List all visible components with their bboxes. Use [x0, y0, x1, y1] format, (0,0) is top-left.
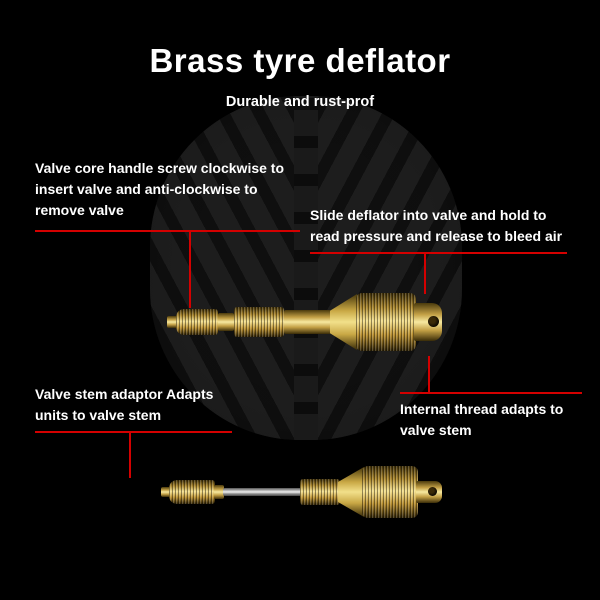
leader-line-valve-core-horizontal: [35, 230, 300, 232]
deflator-body-knurled: [356, 293, 416, 351]
leader-line-slide-horizontal: [310, 252, 567, 254]
leader-line-slide-vertical: [424, 252, 426, 294]
deflator-barrel: [284, 310, 331, 334]
adaptor-neck: [214, 485, 224, 499]
adaptor-steel-rod: [223, 488, 302, 496]
adaptor-handle-knurled: [169, 480, 215, 504]
tyre-background-image: [150, 96, 462, 440]
leader-line-adaptor-horizontal: [35, 431, 232, 433]
callout-slide-deflator: Slide deflator into valve and hold to re…: [310, 207, 563, 244]
adaptor-internal-thread-hole: [428, 487, 437, 496]
tyre-tread-center-rib: [293, 96, 319, 440]
leader-line-thread-horizontal: [400, 392, 582, 394]
deflator-neck: [218, 313, 234, 331]
leader-line-adaptor-vertical: [129, 431, 131, 478]
leader-line-valve-core-vertical: [189, 230, 191, 308]
adaptor-body-knurled: [362, 466, 418, 518]
deflator-handle-knurled: [176, 309, 218, 335]
tyre-tread-left: [150, 96, 313, 440]
callout-valve-stem-adaptor: Valve stem adaptor Adapts units to valve…: [35, 386, 214, 423]
adaptor-cone: [338, 467, 364, 517]
deflator-valve-core-tip: [167, 316, 178, 328]
tyre-tread-right: [299, 96, 462, 440]
leader-line-thread-vertical: [428, 356, 430, 392]
adaptor-tip: [161, 487, 171, 497]
adaptor-mid-knurled-ring: [300, 479, 340, 505]
product-title: Brass tyre deflator: [149, 42, 451, 79]
callout-valve-core-handle: Valve core handle screw clockwise to ins…: [35, 160, 285, 218]
deflator-internal-thread-hole: [428, 316, 439, 327]
callout-internal-thread: Internal thread adapts to valve stem: [400, 401, 564, 438]
product-subtitle: Durable and rust-prof: [225, 94, 375, 110]
deflator-mid-knurled-ring: [234, 307, 284, 337]
